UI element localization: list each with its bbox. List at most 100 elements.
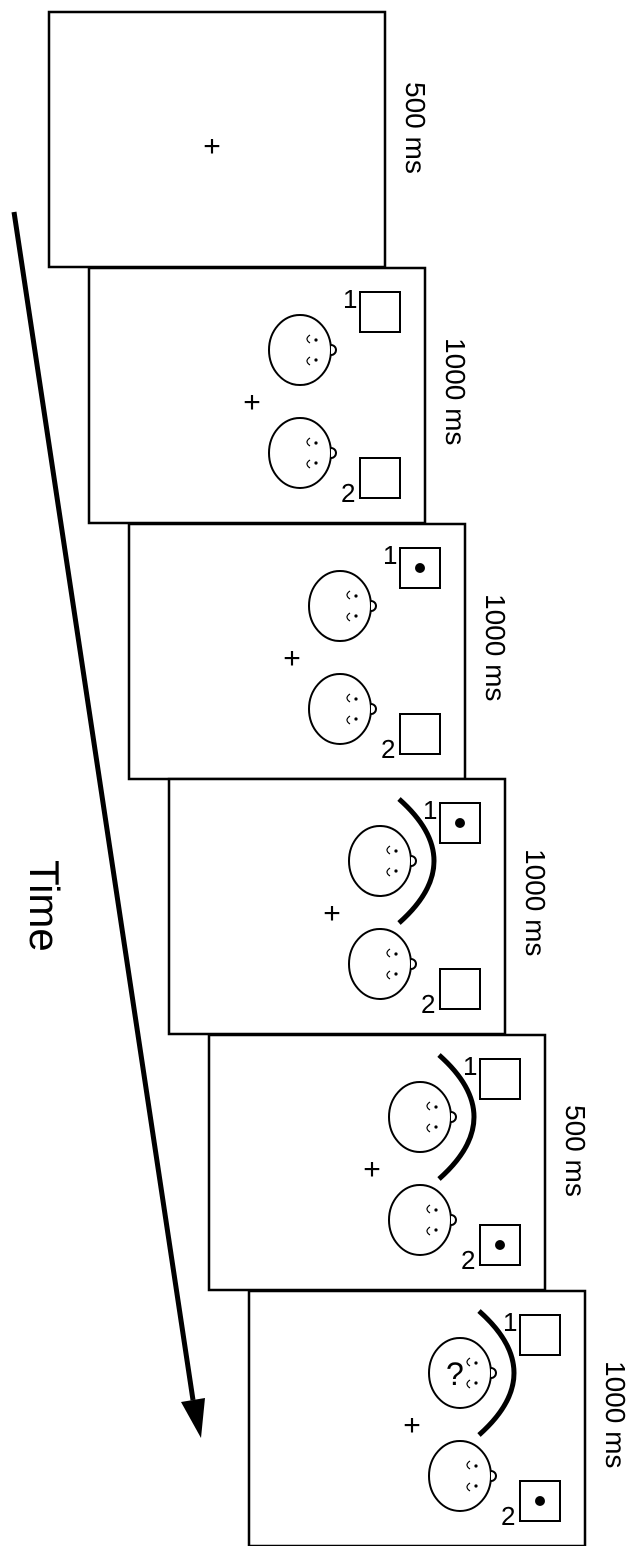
face-top-dot-lower <box>394 869 398 873</box>
face-top <box>348 825 417 897</box>
face-top-nose <box>370 600 377 612</box>
face-top-dot-upper <box>394 849 398 853</box>
face-top <box>388 1081 457 1153</box>
face-bottom-nose <box>450 1214 457 1226</box>
box-label-1: 1 <box>343 284 357 314</box>
face-bottom-head <box>268 417 332 489</box>
time-arrow-line <box>11 211 196 1401</box>
face-bottom <box>388 1184 457 1256</box>
face-bottom-dot-lower <box>474 1484 478 1488</box>
box-label-1: 1 <box>503 1307 517 1337</box>
response-box-1 <box>479 1058 521 1100</box>
face-top-eye-upper <box>426 1101 431 1111</box>
fixation-cross: + <box>203 130 221 163</box>
response-box-2 <box>359 457 401 499</box>
face-bottom-eye-upper <box>386 948 391 958</box>
time-axis: Time <box>11 211 205 1438</box>
face-top-eye-upper <box>346 590 351 600</box>
face-bottom-head <box>348 928 412 1000</box>
target-dot <box>495 1240 505 1250</box>
highlight-arc <box>477 1309 517 1437</box>
face-bottom <box>428 1440 497 1512</box>
face-bottom-dot-upper <box>434 1208 438 1212</box>
trial-frame: 1000 ms+12 <box>167 777 551 1036</box>
face-bottom-dot-upper <box>474 1464 478 1468</box>
response-box-1 <box>359 291 401 333</box>
duration-label: 500 ms <box>400 82 431 174</box>
box-label-1: 1 <box>383 540 397 570</box>
face-bottom-eye-upper <box>466 1460 471 1470</box>
face-bottom-nose <box>490 1470 497 1482</box>
target-dot <box>415 563 425 573</box>
response-box-2 <box>479 1224 521 1266</box>
box-label-1: 1 <box>463 1051 477 1081</box>
face-bottom-eye-lower <box>306 459 311 469</box>
duration-label: 1000 ms <box>480 594 511 701</box>
face-top-dot-lower <box>474 1381 478 1385</box>
duration-label: 500 ms <box>560 1105 591 1197</box>
face-bottom-head <box>428 1440 492 1512</box>
face-bottom-dot-lower <box>394 972 398 976</box>
face-top-dot-lower <box>314 358 318 362</box>
target-dot <box>535 1496 545 1506</box>
face-bottom-head <box>308 673 372 745</box>
face-top-dot-upper <box>434 1105 438 1109</box>
face-bottom-eye-lower <box>426 1226 431 1236</box>
trial-frame: 1000 ms +1 2 <box>87 266 471 525</box>
face-bottom-dot-upper <box>394 952 398 956</box>
trial-frame: 500 ms+12 <box>207 1033 591 1292</box>
face-bottom-eye-lower <box>386 970 391 980</box>
face-bottom-dot-lower <box>314 461 318 465</box>
box-label-2: 2 <box>461 1245 475 1275</box>
time-arrow-head <box>181 1398 205 1438</box>
box-label-1: 1 <box>423 795 437 825</box>
face-top-nose <box>410 855 417 867</box>
face-bottom-nose <box>370 703 377 715</box>
face-top-head <box>388 1081 452 1153</box>
face-bottom-dot-upper <box>314 441 318 445</box>
face-top-dot-upper <box>314 338 318 342</box>
fixation-cross: + <box>243 386 261 419</box>
duration-label: 1000 ms <box>600 1361 630 1468</box>
face-top-eye-lower <box>426 1123 431 1133</box>
response-box-1 <box>519 1314 561 1356</box>
face-top <box>308 570 377 642</box>
face-bottom-dot-lower <box>434 1228 438 1232</box>
face-bottom-eye-upper <box>426 1204 431 1214</box>
face-top-eye-upper <box>466 1357 471 1367</box>
face-bottom-eye-lower <box>346 715 351 725</box>
response-box-2 <box>439 968 481 1010</box>
target-dot <box>455 818 465 828</box>
face-top-nose <box>450 1111 457 1123</box>
trial-frame: 1000 ms+?12 <box>247 1289 630 1546</box>
face-top-dot-upper <box>474 1361 478 1365</box>
face-bottom-head <box>388 1184 452 1256</box>
face-bottom-nose <box>330 447 337 459</box>
face-top-eye-lower <box>306 356 311 366</box>
face-top-head <box>348 825 412 897</box>
face-top-dot-upper <box>354 594 358 598</box>
face-top-eye-upper <box>386 845 391 855</box>
face-top: ? <box>428 1337 497 1409</box>
face-bottom-dot-lower <box>354 717 358 721</box>
face-top-question-mark: ? <box>446 1356 464 1392</box>
face-top-head <box>268 314 332 386</box>
duration-label: 1000 ms <box>440 338 471 445</box>
face-top-nose <box>330 344 337 356</box>
face-top <box>268 314 337 386</box>
face-bottom <box>348 928 417 1000</box>
highlight-arc <box>397 797 437 925</box>
time-label: Time <box>21 860 68 952</box>
trial-frame: 1000 ms+12 <box>127 522 511 781</box>
frame-border <box>47 10 387 269</box>
face-top-dot-lower <box>434 1125 438 1129</box>
box-label-2: 2 <box>341 478 355 508</box>
face-top-eye-lower <box>346 612 351 622</box>
fixation-cross: + <box>323 897 341 930</box>
fixation-cross: + <box>403 1409 421 1442</box>
face-bottom-eye-upper <box>306 437 311 447</box>
highlight-arc <box>437 1053 477 1181</box>
face-top-nose <box>490 1367 497 1379</box>
